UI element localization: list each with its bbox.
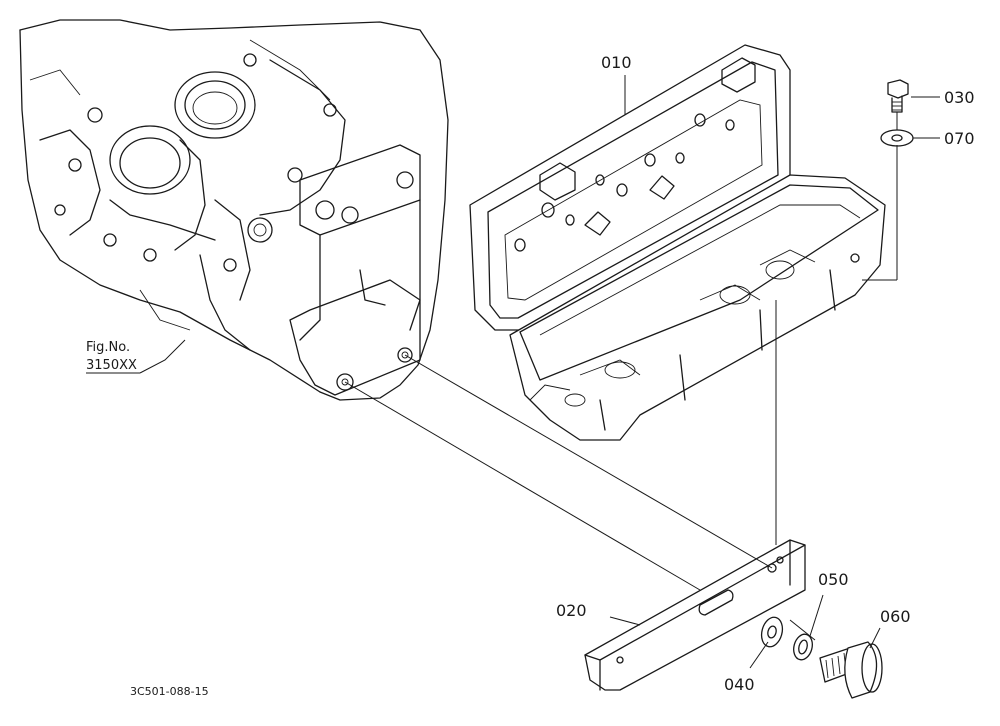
callout-010: 010 [601,53,632,72]
washer-040 [760,616,784,648]
tool-box [469,44,886,441]
callout-020: 020 [556,601,587,620]
callout-leaders [139,75,940,669]
callout-050: 050 [818,570,849,589]
washer-070 [880,129,914,147]
callout-030: 030 [944,88,975,107]
assembly-lines [344,112,898,641]
bolt-060 [819,641,883,699]
callout-040: 040 [724,675,755,694]
callout-060: 060 [880,607,911,626]
transmission-housing [19,19,449,401]
mounting-bracket [584,539,806,691]
bolt-030 [887,79,909,113]
callout-070: 070 [944,129,975,148]
figure-ref-label: Fig.No. [86,340,130,355]
spring-washer-050 [793,633,813,661]
figure-ref-number: 3150XX [86,358,137,373]
drawing-code: 3C501-088-15 [130,685,209,698]
